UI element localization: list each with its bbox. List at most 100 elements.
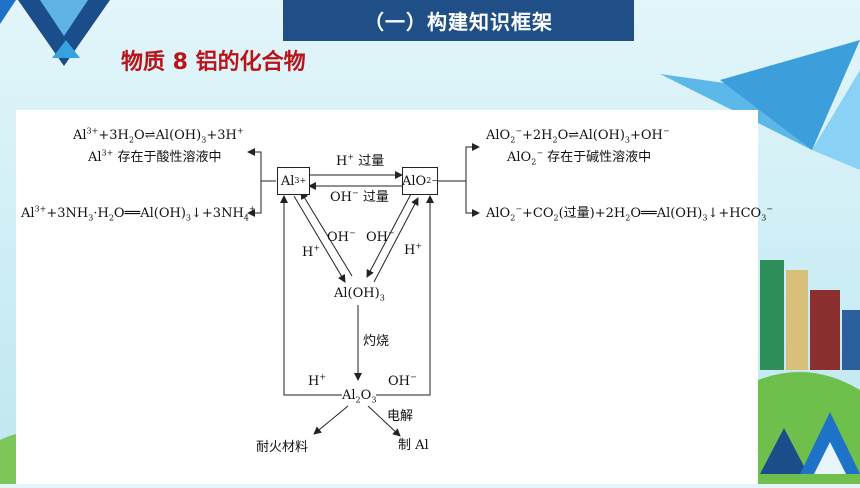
right-eq1-p1sub: 2 — [510, 135, 516, 145]
left-eq1-p1: Al — [73, 128, 87, 143]
left-eq2-p1sup: 3+ — [34, 204, 47, 214]
node-al2o3-a: Al — [342, 388, 356, 403]
label-h-bottom-charge: + — [319, 372, 327, 382]
right-eq1-p5: +OH — [629, 128, 663, 143]
right-equation-1: AlO2−+2H2O⇌Al(OH)3+OH− — [486, 126, 670, 145]
edge-alo2-right-bottom — [465, 181, 480, 217]
left-eq1-p5: +3H — [206, 128, 237, 143]
label-h-right: H+ — [404, 241, 423, 259]
label-oh-bottom: OH− — [388, 372, 417, 390]
right-eq2-p4: O — [630, 206, 642, 221]
left-equation-2: Al3++3NH3·H2O══Al(OH)3↓+3NH4+ — [21, 204, 256, 223]
label-h-left: H+ — [302, 243, 321, 261]
book-blue — [842, 310, 860, 370]
left-eq1-p4: Al(OH) — [155, 128, 202, 143]
left-eq2-p2: +3NH — [46, 206, 89, 221]
label-h-excess-text: 过量 — [358, 154, 385, 169]
label-refractory: 耐火材料 — [256, 440, 309, 455]
edge-alo2-to-aloh3 — [366, 193, 412, 278]
label-electrolysis: 电解 — [387, 409, 414, 424]
edge-al2o3-to-refractory — [313, 405, 349, 435]
edge-al2o3-to-al — [367, 405, 401, 437]
diagram-lines — [247, 143, 480, 437]
logo-triangle-small — [0, 0, 16, 24]
left-note1-p1: Al — [88, 150, 102, 165]
right-eq1-p4sub: 3 — [624, 135, 630, 145]
topic-subtitle: 物质 8 铝的化合物 — [121, 50, 306, 75]
logo-triangle-inner — [40, 0, 88, 36]
node-aloh3-base: Al(OH) — [334, 286, 380, 301]
left-eq2-p5sub: 3 — [185, 213, 192, 223]
label-h-left-charge: + — [313, 243, 321, 253]
right-eq1-p4: Al(OH) — [579, 128, 625, 143]
node-al3-base: Al — [280, 173, 295, 189]
left-eq2-p4: O — [113, 206, 125, 221]
label-oh: OH — [330, 190, 352, 205]
right-eq1-p2sub: 2 — [552, 135, 558, 145]
right-eq1-p3: O — [557, 128, 569, 143]
label-h-right-text: H — [404, 243, 416, 258]
label-oh-bottom-text: OH — [388, 374, 410, 389]
right-note1-sup: − — [536, 148, 544, 158]
left-eq1-p5sup: + — [236, 126, 244, 136]
right-eq2-p3: (过量)+2H — [558, 206, 626, 221]
left-eq2-p3sub: 2 — [108, 213, 114, 223]
right-eq1-p2: +2H — [522, 128, 553, 143]
right-eq1-p1: AlO — [486, 128, 511, 143]
corner-triangle-inner — [814, 442, 846, 474]
left-eq2-p3: ·H — [93, 206, 109, 221]
label-oh-charge: − — [352, 188, 359, 198]
left-eq1-p2: +3H — [98, 128, 129, 143]
left-eq1-arrow: ⇌ — [144, 128, 156, 143]
right-eq2-p5sub: 3 — [702, 213, 708, 223]
right-note1-p1: AlO — [507, 150, 532, 165]
label-h-excess: H+ 过量 — [336, 153, 385, 170]
right-eq1-arrow: ⇌ — [568, 128, 580, 143]
label-h: H — [336, 154, 348, 169]
label-h-bottom: H+ — [308, 372, 327, 390]
right-eq2-p2: +CO — [522, 206, 554, 221]
edge-al3-to-aloh3 — [293, 195, 346, 283]
right-eq2-p6sub: 3 — [761, 213, 767, 223]
label-h-left-text: H — [302, 245, 314, 260]
edge-aloh3-to-al3 — [300, 191, 353, 277]
edge-al3-left-top — [247, 148, 276, 182]
label-oh-left-text: OH — [327, 230, 349, 245]
node-al2o3-s1: 2 — [355, 395, 361, 405]
right-eq2-p3sub: 2 — [625, 213, 631, 223]
right-eq2-p6sup: − — [766, 204, 773, 214]
label-oh-excess-text: 过量 — [362, 190, 389, 205]
left-eq1-p2sub: 2 — [128, 135, 134, 145]
right-eq1-p5sup: − — [662, 126, 670, 136]
right-eq2-p5: Al(OH) — [656, 206, 703, 221]
right-eq2-p6: ↓+HCO — [707, 206, 762, 221]
left-eq2-p6sub: 4 — [243, 213, 249, 223]
left-eq1-p4sub: 3 — [201, 135, 207, 145]
right-eq2-p2sub: 2 — [553, 213, 559, 223]
label-oh-bottom-charge: − — [410, 372, 417, 382]
right-note-1: AlO2− 存在于碱性溶液中 — [507, 148, 651, 166]
left-eq2-p6sup: + — [248, 204, 256, 214]
label-oh-excess: OH− 过量 — [330, 188, 389, 206]
label-oh-right-text: OH — [366, 230, 388, 245]
right-eq2-p1sub: 2 — [510, 213, 516, 223]
book-red — [810, 290, 840, 370]
left-eq2-eqsign: ══ — [124, 206, 141, 221]
label-oh-left: OH− — [327, 229, 356, 246]
label-h-right-charge: + — [415, 241, 423, 251]
left-note-1: Al3+ 存在于酸性溶液中 — [88, 148, 222, 166]
label-oh-right-charge: − — [388, 228, 395, 238]
label-oh-right: OH− — [366, 228, 395, 246]
left-note1-sup: 3+ — [101, 148, 114, 158]
corner-triangle-left — [760, 428, 808, 474]
book-beige — [786, 270, 808, 370]
label-h-bottom-text: H — [308, 374, 320, 389]
left-eq2-p2sub: 3 — [88, 213, 94, 223]
edge-al2o3-to-alo2 — [376, 195, 434, 396]
paper-bird-body — [720, 40, 860, 150]
left-note1-p2: 存在于酸性溶液中 — [113, 150, 222, 165]
edge-al2o3-to-al3 — [280, 195, 342, 396]
